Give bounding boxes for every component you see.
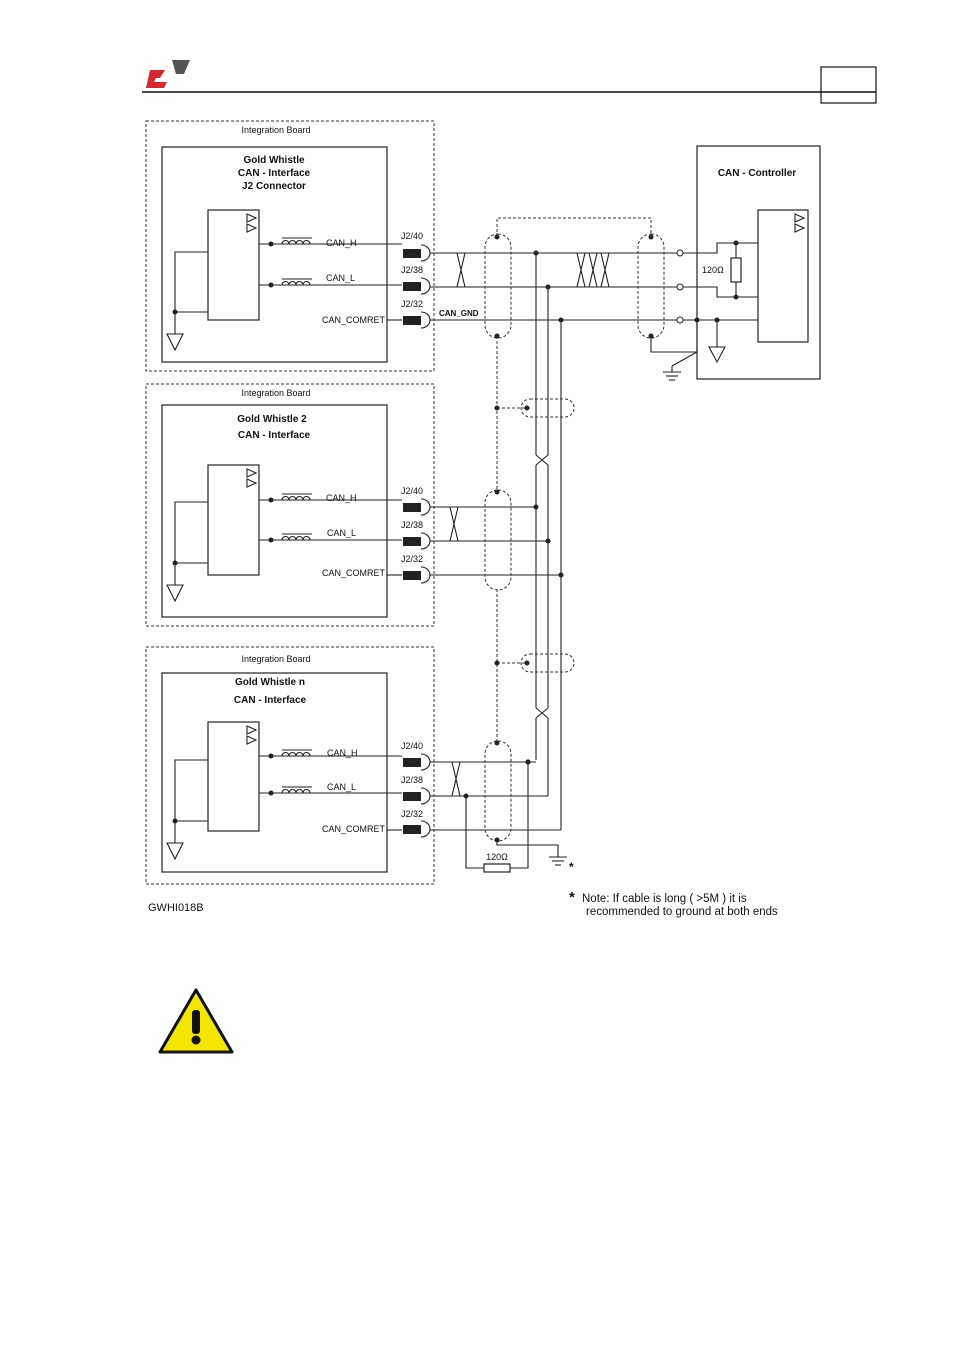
note-line-2: recommended to ground at both ends xyxy=(586,906,778,918)
controller-title: CAN - Controller xyxy=(718,168,796,179)
integration-board-n: Integration Board Gold Whistle n CAN - I… xyxy=(145,646,435,885)
signal-can-comret: CAN_COMRET xyxy=(322,315,386,325)
board-title: Integration Board xyxy=(241,388,310,398)
page-number-box xyxy=(820,66,877,104)
transceiver-block xyxy=(207,721,260,832)
can-gnd-label: CAN_GND xyxy=(439,309,479,318)
board-title-line-1: Gold Whistle 2 xyxy=(237,414,307,425)
end-terminator-label: 120Ω xyxy=(486,852,508,862)
controller-transceiver xyxy=(757,209,809,343)
note-line-1: Note: If cable is long ( >5M ) it is xyxy=(582,893,747,905)
pin-j2-40: J2/40 xyxy=(401,231,423,241)
board-title-line-2: CAN - Interface xyxy=(238,168,311,179)
board-title: Integration Board xyxy=(241,125,310,135)
transceiver-block xyxy=(207,464,260,576)
ground-asterisk: * xyxy=(569,860,574,874)
end-terminator-resistor xyxy=(483,863,511,873)
board-title: Integration Board xyxy=(241,654,310,664)
pin-j2-40: J2/40 xyxy=(401,486,423,496)
ground-symbol xyxy=(166,584,184,603)
board-title-line-3: J2 Connector xyxy=(242,181,306,192)
integration-board-2: Integration Board Gold Whistle 2 CAN - I… xyxy=(145,383,435,627)
warning-triangle-icon xyxy=(158,988,234,1054)
board-title-line-1: Gold Whistle xyxy=(243,155,305,166)
note-asterisk: * xyxy=(569,889,575,906)
signal-can-l: CAN_L xyxy=(327,782,356,792)
ground-symbol xyxy=(166,842,184,861)
pin-j2-32: J2/32 xyxy=(401,809,423,819)
integration-board-1: Integration Board Gold Whistle CAN - Int… xyxy=(145,120,435,372)
signal-can-l: CAN_L xyxy=(326,273,355,283)
pin-j2-38: J2/38 xyxy=(401,520,423,530)
pin-j2-40: J2/40 xyxy=(401,741,423,751)
ground-symbol xyxy=(166,333,184,352)
board-title-line-2: CAN - Interface xyxy=(234,695,307,706)
transceiver-block xyxy=(207,209,260,321)
controller-terminator-resistor xyxy=(730,257,742,283)
can-controller: CAN - Controller 120Ω xyxy=(650,145,821,381)
company-logo-icon xyxy=(146,60,190,88)
signal-can-h: CAN_H xyxy=(326,493,357,503)
signal-can-comret: CAN_COMRET xyxy=(322,568,386,578)
signal-can-h: CAN_H xyxy=(327,748,358,758)
ground-symbol xyxy=(708,346,726,364)
signal-can-comret: CAN_COMRET xyxy=(322,824,386,834)
figure-id: GWHI018B xyxy=(148,902,204,914)
pin-j2-32: J2/32 xyxy=(401,554,423,564)
pin-j2-32: J2/32 xyxy=(401,299,423,309)
signal-can-h: CAN_H xyxy=(326,238,357,248)
can-bus-cabling: CAN_GND xyxy=(430,217,680,874)
signal-can-l: CAN_L xyxy=(327,528,356,538)
pin-j2-38: J2/38 xyxy=(401,265,423,275)
board-title-line-1: Gold Whistle n xyxy=(235,677,305,688)
board-title-line-2: CAN - Interface xyxy=(238,430,311,441)
pin-j2-38: J2/38 xyxy=(401,775,423,785)
controller-terminator-label: 120Ω xyxy=(702,265,724,275)
